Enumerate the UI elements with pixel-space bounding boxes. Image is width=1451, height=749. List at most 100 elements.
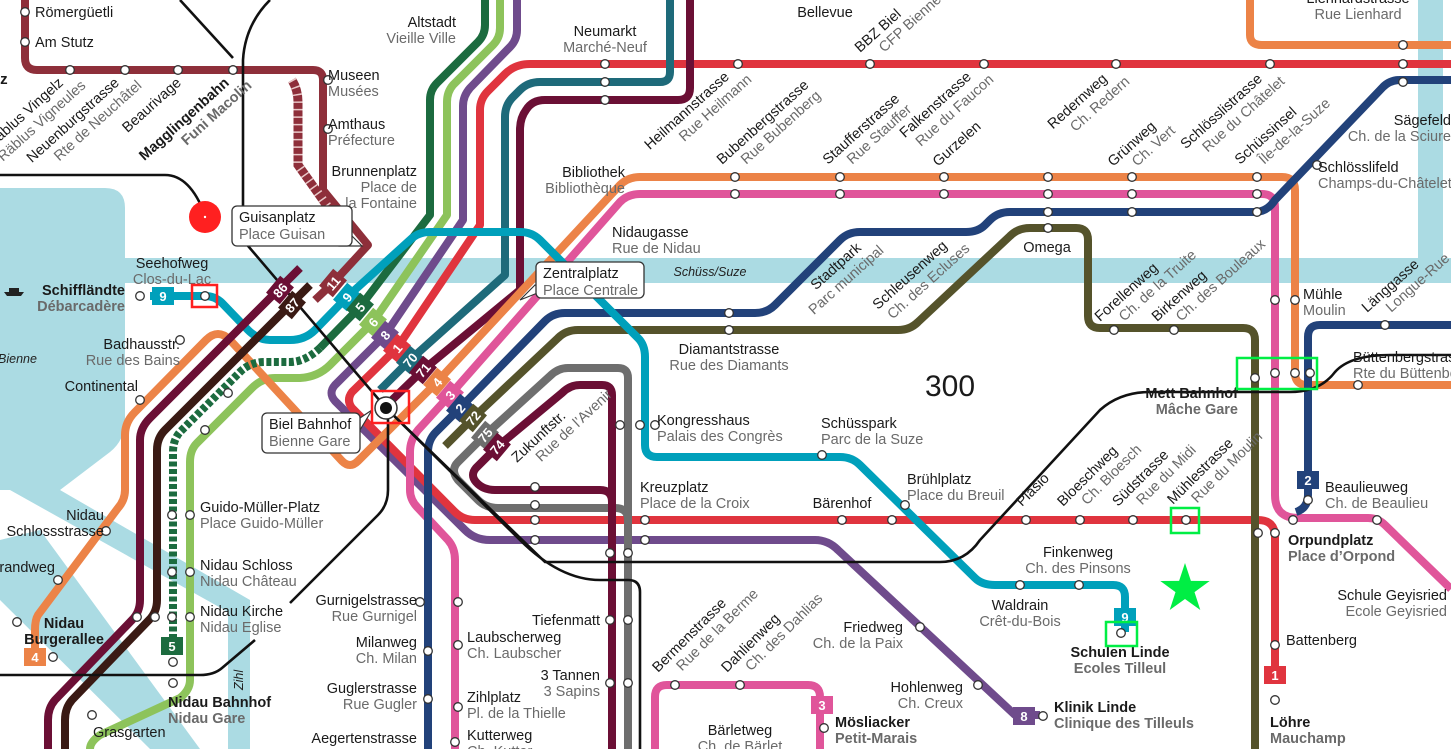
station-stop[interactable] (733, 59, 743, 69)
station-stop[interactable] (1398, 59, 1408, 69)
station-stop[interactable] (48, 652, 58, 662)
station-stop[interactable] (323, 75, 333, 85)
station-stop[interactable] (228, 65, 238, 75)
station-stop[interactable] (423, 694, 433, 704)
route-badge-3[interactable]: 3 (811, 696, 833, 714)
station-stop[interactable] (605, 615, 615, 625)
route-badge-2[interactable]: 2 (1297, 471, 1319, 489)
station-stop[interactable] (939, 189, 949, 199)
station-stop[interactable] (1075, 515, 1085, 525)
station-stop[interactable] (635, 420, 645, 430)
station-stop[interactable] (915, 622, 925, 632)
station-stop[interactable] (1290, 368, 1300, 378)
station-stop[interactable] (1253, 528, 1263, 538)
station-stop[interactable] (835, 189, 845, 199)
route-badge-9[interactable]: 9 (333, 282, 361, 312)
route-badge-8[interactable]: 8 (1013, 707, 1035, 725)
station-stop[interactable] (200, 291, 210, 301)
station-label-tiefenmatt[interactable]: Tiefenmatt (532, 613, 600, 629)
station-stop[interactable] (1270, 695, 1280, 705)
station-stop[interactable] (623, 678, 633, 688)
station-stop[interactable] (1015, 580, 1025, 590)
route-badge-1[interactable]: 1 (383, 333, 411, 363)
station-stop[interactable] (939, 172, 949, 182)
station-stop[interactable] (167, 612, 177, 622)
station-stop[interactable] (1169, 325, 1179, 335)
station-stop[interactable] (323, 124, 333, 134)
station-stop[interactable] (615, 420, 625, 430)
station-label-continental[interactable]: Continental (65, 379, 138, 395)
station-stop[interactable] (150, 612, 160, 622)
station-stop[interactable] (1043, 189, 1053, 199)
station-label-kutterweg[interactable]: KutterwegCh. Kutter (467, 728, 532, 749)
station-stop[interactable] (1109, 325, 1119, 335)
station-stop[interactable] (817, 450, 827, 460)
route-badge-1[interactable]: 1 (1264, 666, 1286, 684)
station-stop[interactable] (605, 678, 615, 688)
station-label-piasio[interactable]: Piasio (1014, 471, 1053, 510)
station-label-strandweg[interactable]: Strandweg (0, 560, 55, 576)
station-stop[interactable] (1398, 40, 1408, 50)
station-stop[interactable] (640, 515, 650, 525)
station-label-lienhard[interactable]: LienhardstrasseRue Lienhard (1306, 0, 1409, 23)
route-badge-4[interactable]: 4 (423, 367, 451, 397)
station-stop[interactable] (1252, 207, 1262, 217)
route-badge-72[interactable]: 72 (459, 403, 487, 433)
station-stop[interactable] (135, 291, 145, 301)
station-stop[interactable] (185, 510, 195, 520)
station-label-roemergueetli[interactable]: Römergüetli (35, 5, 113, 21)
station-stop[interactable] (1127, 172, 1137, 182)
station-stop[interactable] (450, 737, 460, 747)
station-stop[interactable] (415, 597, 425, 607)
station-stop[interactable] (623, 615, 633, 625)
station-stop[interactable] (1312, 160, 1322, 170)
station-label-battenberg[interactable]: Battenberg (1286, 633, 1357, 649)
station-stop[interactable] (167, 510, 177, 520)
station-stop[interactable] (973, 680, 983, 690)
station-stop[interactable] (1270, 640, 1280, 650)
station-stop[interactable] (1353, 380, 1363, 390)
station-stop[interactable] (835, 172, 845, 182)
route-badge-75[interactable]: 75 (471, 420, 499, 450)
station-stop[interactable] (1111, 59, 1121, 69)
station-stop[interactable] (53, 575, 63, 585)
route-badge-3[interactable]: 3 (436, 380, 464, 410)
route-badge-86[interactable]: 86 (266, 275, 294, 305)
station-stop[interactable] (185, 567, 195, 577)
station-stop[interactable] (1252, 172, 1262, 182)
station-stop[interactable] (132, 612, 142, 622)
station-label-baerenhof[interactable]: Bärenhof (813, 496, 873, 512)
station-stop[interactable] (175, 335, 185, 345)
station-stop[interactable] (900, 500, 910, 510)
route-badge-4[interactable]: 4 (24, 648, 46, 666)
station-stop[interactable] (640, 535, 650, 545)
station-stop[interactable] (724, 325, 734, 335)
station-stop[interactable] (1270, 528, 1280, 538)
station-stop[interactable] (730, 189, 740, 199)
station-label-grasgarten[interactable]: Grasgarten (93, 725, 166, 741)
station-stop[interactable] (724, 308, 734, 318)
route-badge-8[interactable]: 8 (371, 320, 399, 350)
station-stop[interactable] (1116, 628, 1126, 638)
station-stop[interactable] (605, 548, 615, 558)
station-stop[interactable] (530, 515, 540, 525)
